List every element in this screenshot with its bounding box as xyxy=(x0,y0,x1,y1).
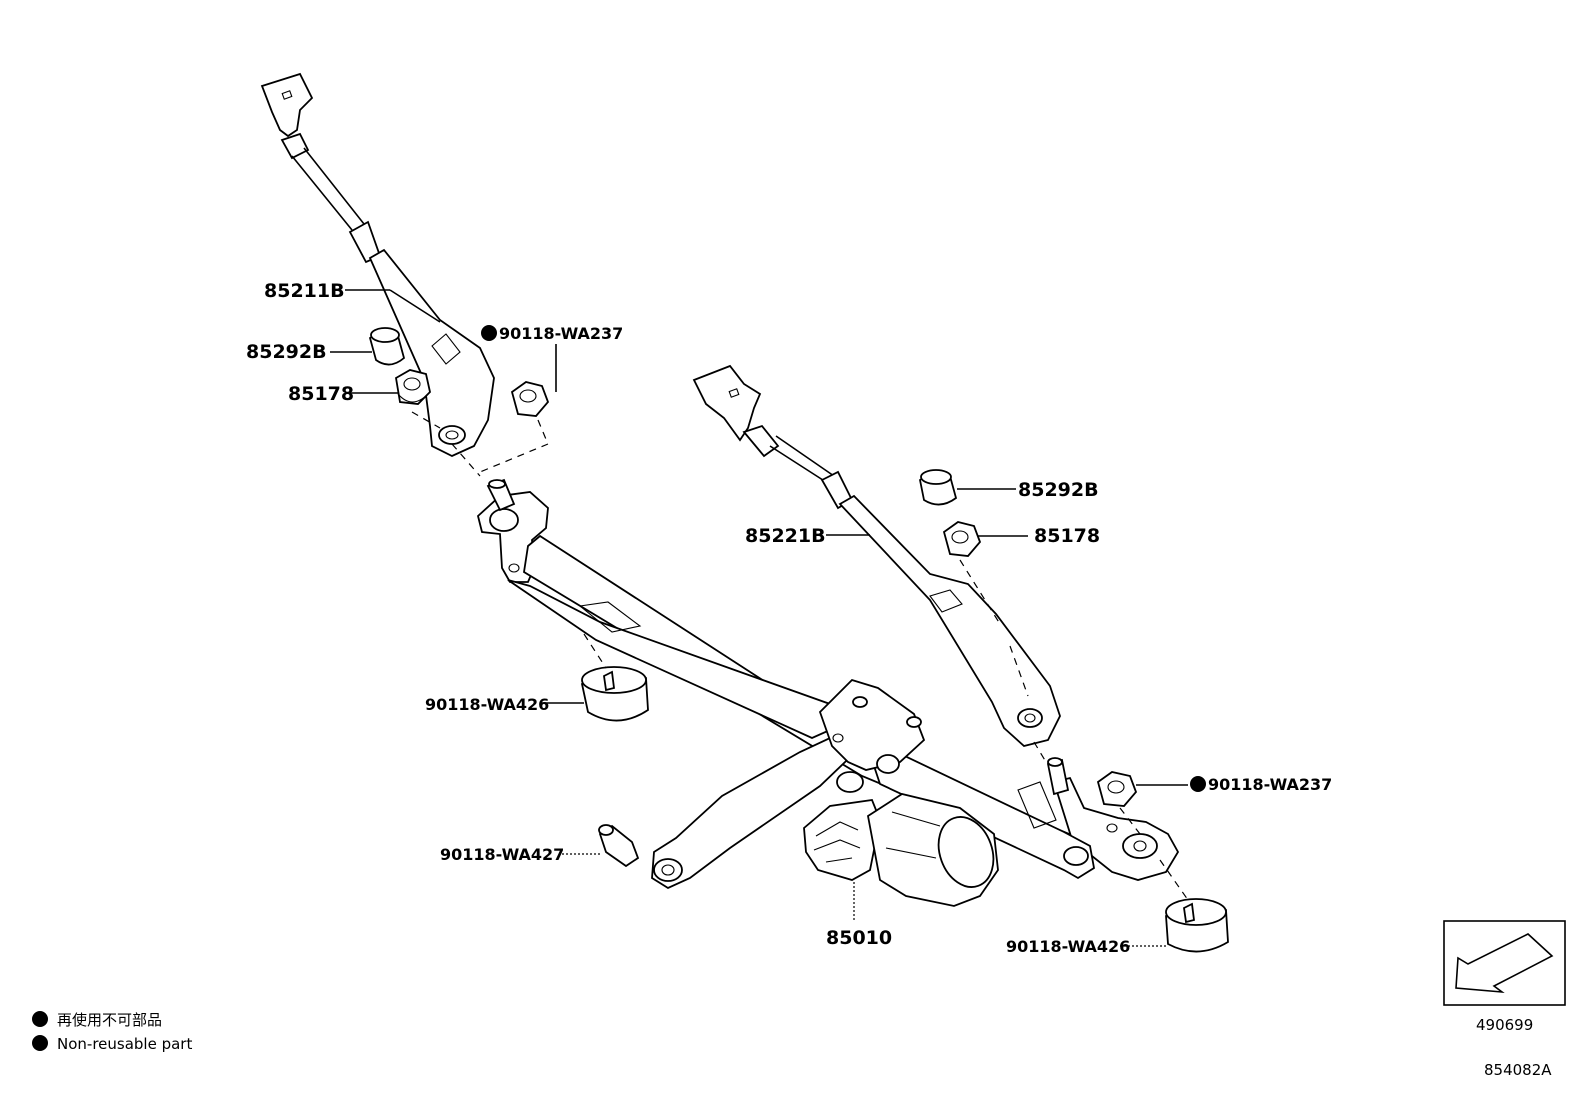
label-90118-wa427: 90118-WA427 xyxy=(440,845,564,864)
wiper-link-assembly xyxy=(476,478,1180,890)
diagram-code: 854082A xyxy=(1484,1061,1552,1079)
legend-bullet-2 xyxy=(32,1035,48,1051)
wiper-motor xyxy=(803,793,999,907)
orientation-box: 490699 xyxy=(1443,920,1566,1034)
left-cap xyxy=(368,327,406,366)
label-85178-left: 85178 xyxy=(288,383,354,405)
bushing xyxy=(598,824,640,868)
label-85211b: 85211B xyxy=(264,280,345,302)
orientation-arrow-icon xyxy=(1455,933,1554,994)
label-90118-wa237-right: 90118-WA237 xyxy=(1208,775,1332,794)
legend-bullet-1 xyxy=(32,1011,48,1027)
nonreusable-marker-top xyxy=(481,325,497,341)
right-cap xyxy=(919,469,958,506)
label-90118-wa237-top: 90118-WA237 xyxy=(499,324,623,343)
left-wiper-arm xyxy=(260,72,495,457)
legend-line-1: 再使用不可部品 xyxy=(57,1011,162,1029)
legend-line-2: Non-reusable part xyxy=(57,1035,192,1053)
right-nut xyxy=(942,521,982,557)
label-85221b: 85221B xyxy=(745,525,826,547)
legend: 再使用不可部品 Non-reusable part xyxy=(32,1011,192,1053)
left-nonreusable-nut xyxy=(510,381,550,417)
part-labels: 85211B 85292B 85178 90118-WA237 85221B 8… xyxy=(246,280,1332,956)
right-wiper-arm xyxy=(692,364,1061,747)
right-grommet xyxy=(1165,898,1229,953)
orientation-code: 490699 xyxy=(1476,1016,1533,1034)
label-85292b-left: 85292B xyxy=(246,341,327,363)
label-85178-right: 85178 xyxy=(1034,525,1100,547)
label-85010: 85010 xyxy=(826,927,892,949)
leader-lines xyxy=(330,289,1188,947)
left-grommet xyxy=(581,666,649,722)
left-nut xyxy=(395,369,431,405)
label-90118-wa426-right: 90118-WA426 xyxy=(1006,937,1130,956)
label-90118-wa426-left: 90118-WA426 xyxy=(425,695,549,714)
nonreusable-marker-right xyxy=(1190,776,1206,792)
right-nonreusable-nut xyxy=(1096,771,1138,807)
label-85292b-right: 85292B xyxy=(1018,479,1099,501)
